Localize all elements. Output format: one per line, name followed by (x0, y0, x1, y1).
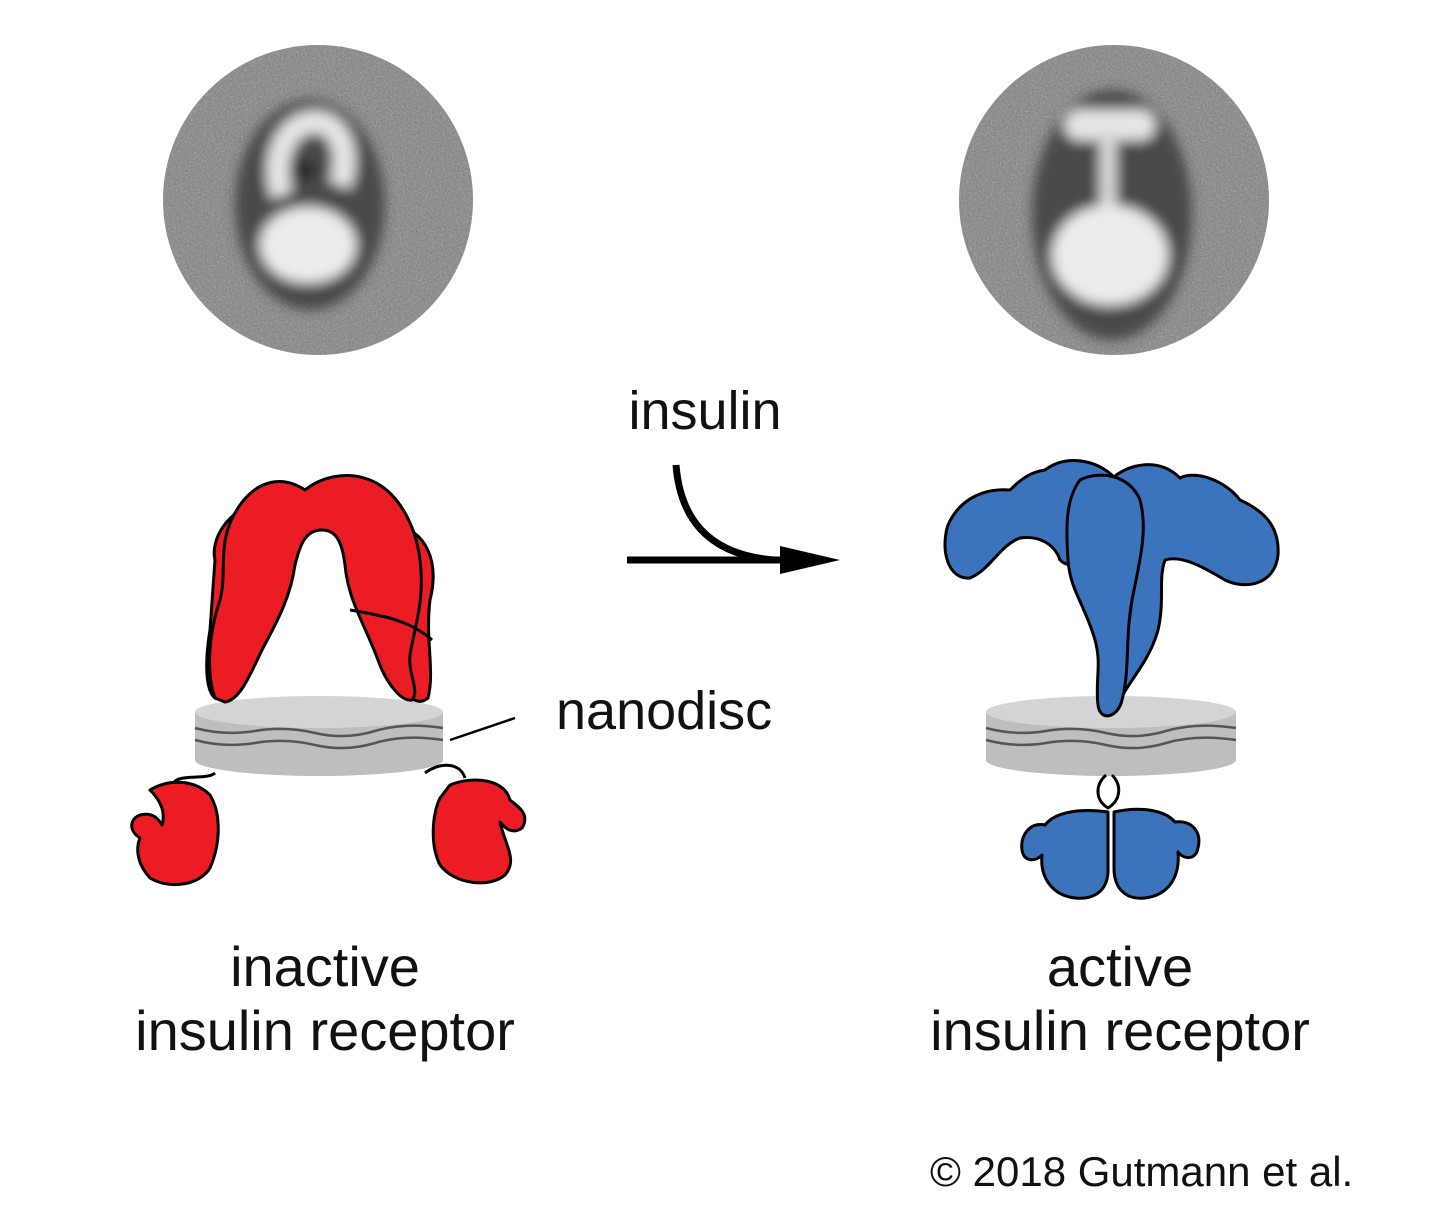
nanodisc-pointer-line (449, 716, 516, 742)
active-receptor (943, 459, 1280, 718)
inactive-receptor (205, 473, 435, 704)
inactive-caption-line2: insulin receptor (135, 999, 515, 1062)
active-caption-line1: active (1046, 935, 1194, 998)
reaction-arrow-icon (627, 464, 840, 574)
em-image-inactive (163, 45, 473, 355)
nanodisc-label: nanodisc (556, 681, 773, 741)
active-kinase-right (1112, 807, 1201, 900)
inactive-kinase-left (130, 771, 220, 887)
insulin-label: insulin (628, 381, 782, 441)
active-caption-line2: insulin receptor (930, 999, 1310, 1062)
inactive-caption-line1: inactive (230, 935, 420, 998)
nanodisc-left (194, 696, 444, 776)
copyright-notice: © 2018 Gutmann et al. (930, 1148, 1354, 1195)
inactive-kinase-right (424, 763, 527, 885)
active-caption: active insulin receptor (850, 935, 1390, 1063)
active-kinase-left (1020, 809, 1110, 900)
active-linker (1096, 773, 1121, 810)
inactive-caption: inactive insulin receptor (60, 935, 590, 1063)
em-image-active (959, 45, 1269, 355)
